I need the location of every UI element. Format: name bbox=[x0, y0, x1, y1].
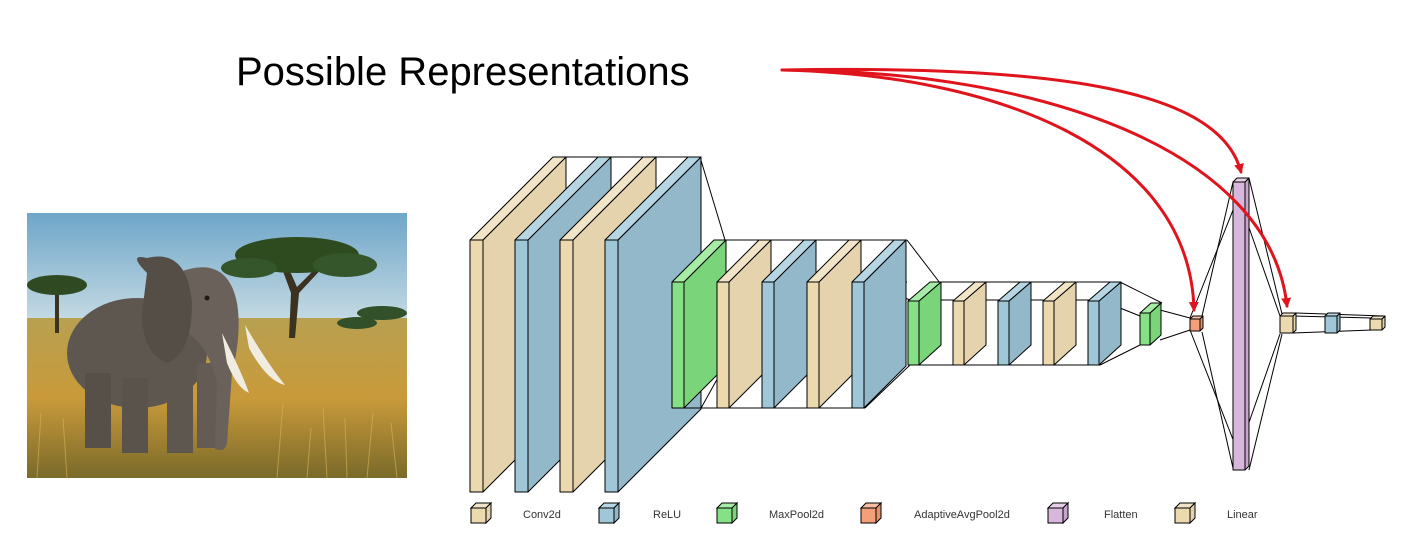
relu-layer-3 bbox=[761, 239, 817, 409]
adaptiveavgpool2d-layer bbox=[1189, 315, 1204, 332]
arrow-to-flatten bbox=[780, 67, 1244, 174]
legend-label-linear: Linear bbox=[1227, 509, 1258, 521]
linear-layer-2 bbox=[1369, 315, 1386, 331]
conv2d-layer-4 bbox=[806, 239, 862, 409]
legend-label-relu: ReLU bbox=[653, 509, 681, 521]
acacia-tree-left bbox=[27, 275, 87, 333]
arrow-to-linear bbox=[780, 68, 1292, 308]
relu-layer-6 bbox=[1087, 281, 1122, 366]
legend-label-maxpool2d: MaxPool2d bbox=[769, 509, 824, 521]
flatten-layer bbox=[1232, 177, 1250, 471]
elephant bbox=[67, 256, 285, 453]
maxpool2d-layer-3 bbox=[1139, 302, 1162, 346]
legend-item-relu bbox=[597, 501, 621, 525]
conv2d-layer-5 bbox=[952, 281, 987, 366]
acacia-tree-main bbox=[221, 237, 377, 338]
relu-layer-7 bbox=[1324, 312, 1341, 334]
legend-label-conv2d: Conv2d bbox=[523, 509, 561, 521]
legend-item-linear bbox=[1173, 501, 1197, 525]
legend-item-flatten bbox=[1046, 501, 1070, 525]
maxpool2d-layer-1 bbox=[671, 239, 727, 409]
conv2d-layer-3 bbox=[716, 239, 772, 409]
figure-title: Possible Representations bbox=[236, 50, 690, 94]
legend-label-adaptiveavgpool2d: AdaptiveAvgPool2d bbox=[914, 509, 1010, 521]
legend bbox=[469, 501, 1197, 525]
legend-item-adaptiveavgpool2d bbox=[859, 501, 883, 525]
relu-layer-5 bbox=[997, 281, 1032, 366]
linear-layer-1 bbox=[1279, 312, 1297, 334]
conv2d-layer-6 bbox=[1042, 281, 1077, 366]
legend-label-flatten: Flatten bbox=[1104, 509, 1138, 521]
legend-item-conv2d bbox=[469, 501, 493, 525]
legend-item-maxpool2d bbox=[715, 501, 739, 525]
maxpool2d-layer-2 bbox=[907, 281, 942, 366]
relu-layer-4 bbox=[851, 239, 907, 409]
arrow-to-adaptiveavgpool2d bbox=[780, 68, 1199, 312]
elephant-photo bbox=[27, 213, 407, 478]
